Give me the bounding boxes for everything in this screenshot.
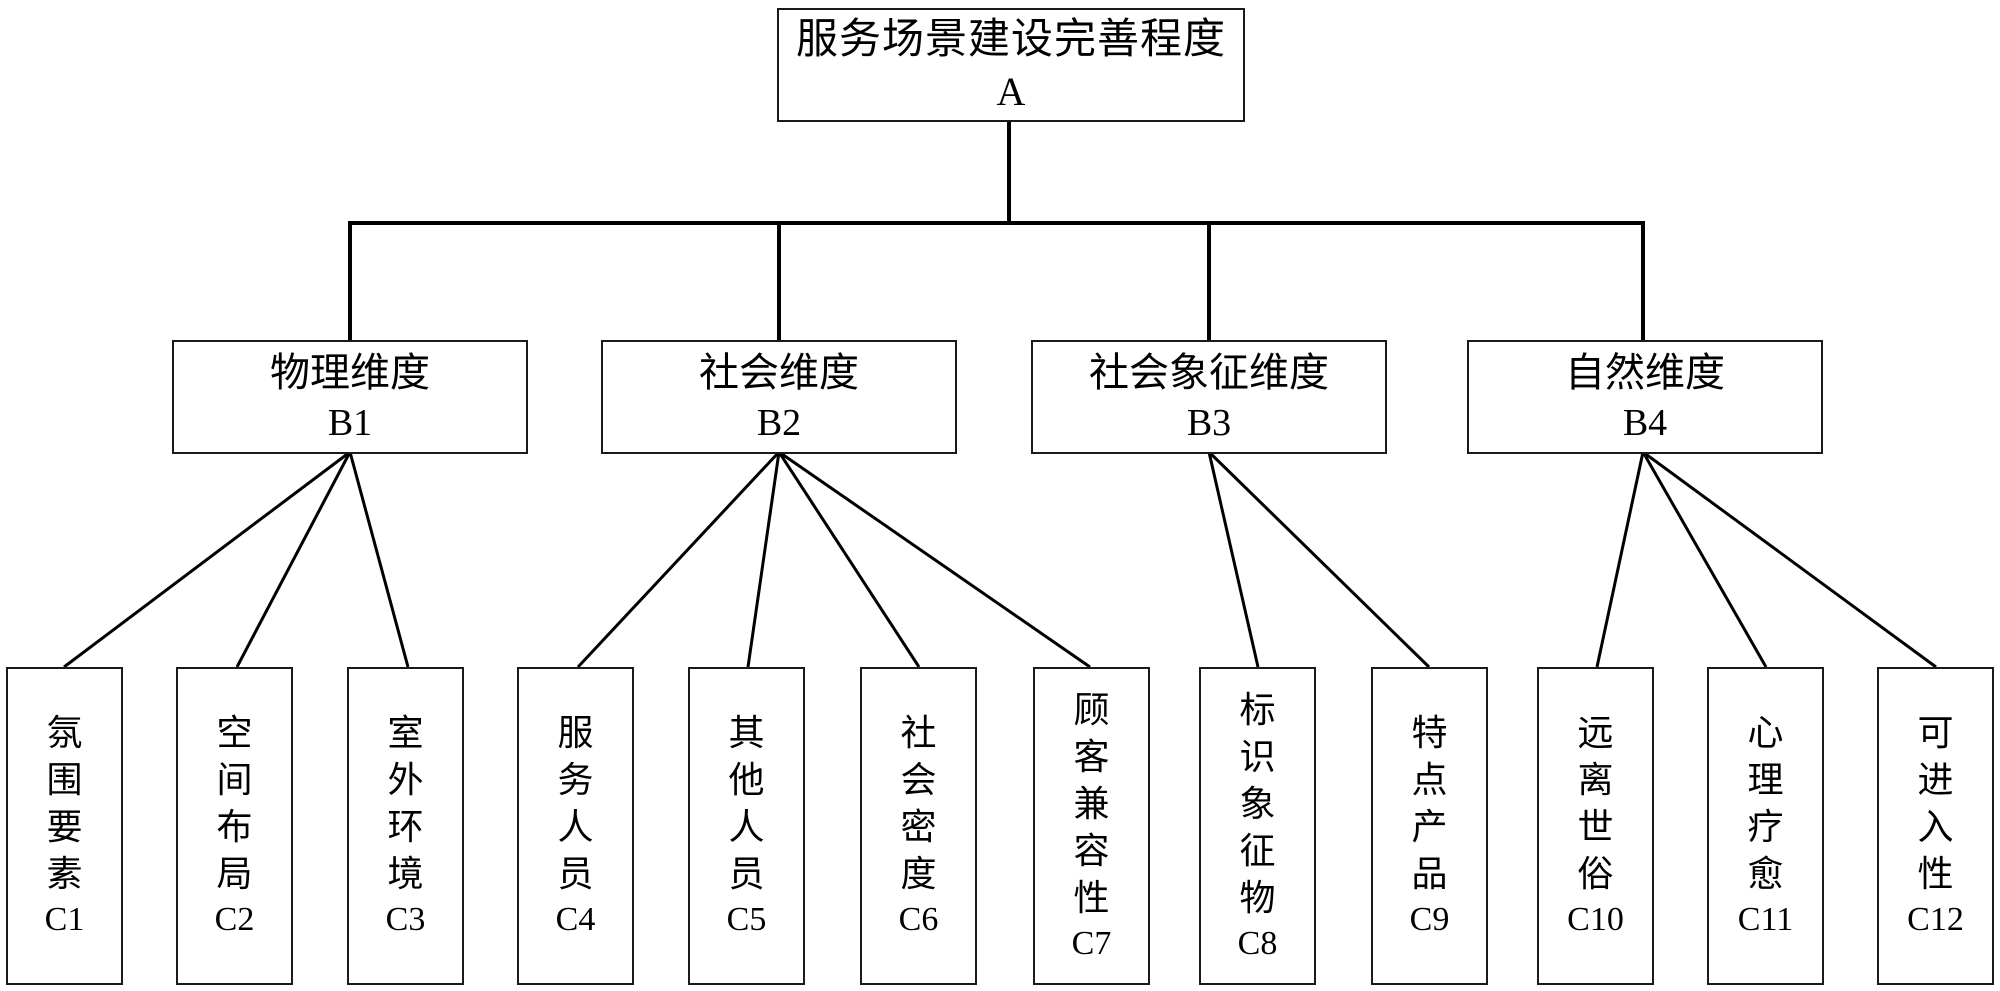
node-b4-code: B4 (1622, 402, 1668, 444)
node-b1-label: 物理维度 (270, 350, 430, 395)
node-b3-label: 社会象征维度 (1089, 350, 1329, 395)
connector-b2-c6 (777, 451, 921, 668)
node-c8-code: C8 (1237, 924, 1278, 962)
connector-b4-c12 (1642, 450, 1937, 669)
node-c6-label: 社会密度 (900, 713, 937, 894)
node-c12-label: 可进入性 (1917, 713, 1954, 894)
node-c8-label: 标识象征物 (1239, 689, 1276, 918)
node-c4: 服务人员 C4 (517, 667, 634, 985)
node-c9-code: C9 (1409, 901, 1450, 938)
connector-b3-c8 (1207, 451, 1260, 668)
connector-b2-c7 (778, 450, 1091, 669)
connector-b4-c11 (1641, 451, 1768, 668)
node-c10-code: C10 (1567, 901, 1624, 938)
node-c12-code: C12 (1907, 901, 1964, 938)
node-c10: 远离世俗 C10 (1537, 667, 1654, 985)
node-c7: 顾客兼容性 C7 (1033, 667, 1150, 985)
connector-b2-c4 (576, 450, 781, 669)
node-c11-label: 心理疗愈 (1747, 713, 1784, 894)
node-c4-label: 服务人员 (557, 713, 594, 894)
connector-b4-c10 (1595, 451, 1645, 668)
node-c2: 空间布局 C2 (176, 667, 293, 985)
node-c3: 室外环境 C3 (347, 667, 464, 985)
node-b4-label: 自然维度 (1565, 350, 1725, 395)
node-b2-label: 社会维度 (699, 350, 859, 395)
node-c5-label: 其他人员 (728, 713, 765, 894)
connector-b1-c1 (63, 450, 351, 669)
node-c11-code: C11 (1737, 901, 1794, 938)
node-c5-code: C5 (726, 901, 767, 938)
node-a-code: A (996, 69, 1026, 114)
node-b2: 社会维度 B2 (601, 340, 957, 454)
node-c9: 特点产品 C9 (1371, 667, 1488, 985)
connector-b1-c2 (235, 451, 352, 668)
node-c2-label: 空间布局 (216, 713, 253, 894)
node-c3-code: C3 (385, 901, 426, 938)
connector-b3-c9 (1207, 450, 1431, 669)
node-a-label: 服务场景建设完善程度 (795, 17, 1226, 63)
node-c8: 标识象征物 C8 (1199, 667, 1316, 985)
node-c5: 其他人员 C5 (688, 667, 805, 985)
connector-b2-c5 (746, 451, 781, 668)
node-c12: 可进入性 C12 (1877, 667, 1994, 985)
node-c7-label: 顾客兼容性 (1073, 689, 1110, 918)
node-c4-code: C4 (555, 901, 596, 938)
node-c6: 社会密度 C6 (860, 667, 977, 985)
node-c1: 氛围要素 C1 (6, 667, 123, 985)
node-c2-code: C2 (214, 901, 255, 938)
connector-b1-c3 (348, 451, 410, 668)
node-b1-code: B1 (327, 402, 373, 444)
node-b2-code: B2 (756, 402, 802, 444)
node-c9-label: 特点产品 (1411, 713, 1448, 894)
node-b1: 物理维度 B1 (172, 340, 528, 454)
node-b3-code: B3 (1186, 402, 1232, 444)
node-b4: 自然维度 B4 (1467, 340, 1823, 454)
node-c1-code: C1 (44, 901, 85, 938)
node-c7-code: C7 (1071, 924, 1112, 962)
node-c6-code: C6 (898, 901, 939, 938)
node-c10-label: 远离世俗 (1577, 713, 1614, 894)
node-b3: 社会象征维度 B3 (1031, 340, 1387, 454)
node-c11: 心理疗愈 C11 (1707, 667, 1824, 985)
node-a: 服务场景建设完善程度 A (777, 8, 1245, 122)
node-c1-label: 氛围要素 (46, 713, 83, 894)
node-c3-label: 室外环境 (387, 713, 424, 894)
